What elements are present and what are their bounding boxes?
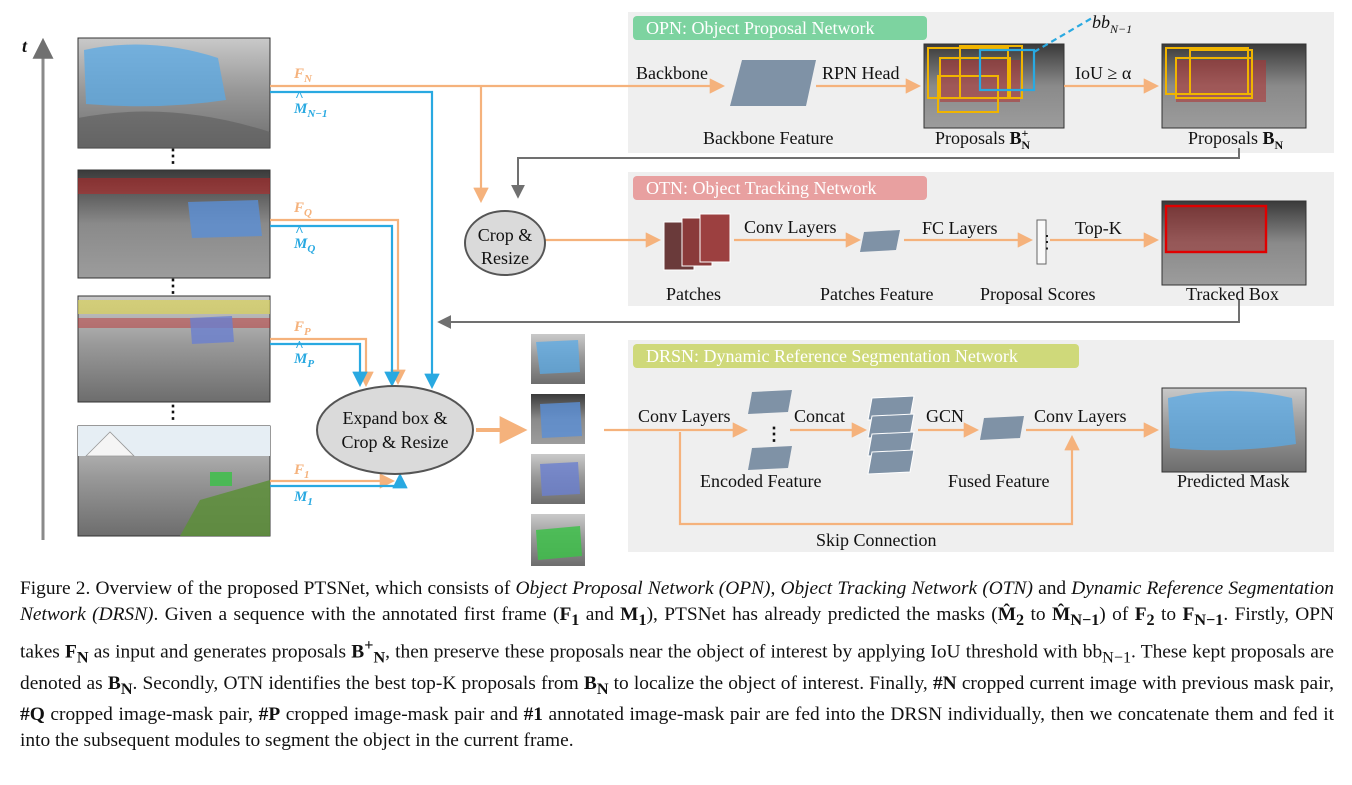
top-k-label: Top-K	[1075, 218, 1122, 238]
f-letter: F	[293, 66, 304, 82]
ptsnet-diagram: t OPN: Object Proposal Network OTN: Obje…	[22, 12, 1334, 566]
otn-tag	[633, 176, 927, 200]
frame-p-labels: FP MP ^	[293, 319, 314, 370]
drsn-conv-layers-out-label: Conv Layers	[1034, 406, 1126, 426]
proposals-b-label: Proposals BN	[1188, 128, 1284, 152]
f-letter: F	[293, 462, 304, 478]
proposal-scores-dots: ⋮	[1038, 232, 1056, 252]
fused-feature-label: Fused Feature	[948, 471, 1049, 491]
fc-layers-label: FC Layers	[922, 218, 998, 238]
figure-caption: Figure 2. Overview of the proposed PTSNe…	[20, 578, 1335, 751]
gray-flows	[437, 148, 1240, 329]
bb-label: bbN−1	[1092, 12, 1132, 36]
concat-stack	[867, 395, 915, 475]
opn-tag	[633, 16, 927, 40]
svg-text:MQ: MQ	[293, 236, 315, 255]
otn-conv-layers-label: Conv Layers	[744, 217, 836, 237]
blue-flows	[270, 90, 440, 489]
f-sub: 1	[304, 469, 310, 481]
patches-feature-label: Patches Feature	[820, 284, 933, 304]
svg-text:MP: MP	[293, 351, 314, 370]
skip-connection-line	[678, 432, 1080, 526]
f-sub: P	[304, 326, 311, 338]
time-axis-label: t	[22, 36, 28, 56]
expand-line2: Crop & Resize	[342, 432, 449, 452]
bb-pointer	[1033, 17, 1093, 53]
drsn-title: DRSN: Dynamic Reference Segmentation Net…	[646, 346, 1018, 366]
tracked-box-image	[1161, 200, 1307, 286]
encoded-feature-top	[748, 390, 792, 414]
backbone-feature-block	[730, 60, 816, 106]
gcn-label: GCN	[926, 406, 964, 426]
svg-text:M1: M1	[293, 489, 313, 508]
frame-q-labels: FQ MQ ^	[293, 200, 315, 255]
frame-dots-3: ⋮	[164, 402, 182, 422]
expand-line1: Expand box &	[343, 408, 448, 428]
m-sub: N−1	[306, 108, 327, 120]
svg-text:MN−1: MN−1	[293, 101, 327, 120]
m-letter: M	[293, 101, 308, 117]
svg-text:^: ^	[295, 224, 304, 240]
patches-label: Patches	[666, 284, 721, 304]
encoded-feature-label: Encoded Feature	[700, 471, 821, 491]
time-axis: t	[22, 36, 54, 540]
encoded-feature-bottom	[748, 446, 792, 470]
proposals-b-image	[1161, 43, 1307, 129]
backbone-feature-label: Backbone Feature	[703, 128, 833, 148]
frame-dots-1: ⋮	[164, 146, 182, 166]
f-letter: F	[293, 200, 304, 216]
m-sub: 1	[307, 496, 313, 508]
patches-image	[663, 213, 731, 271]
f-letter: F	[293, 319, 304, 335]
svg-text:F1: F1	[293, 462, 310, 481]
drsn-tag	[633, 344, 1079, 368]
predicted-mask-image	[1161, 387, 1307, 473]
frame-1-labels: F1 M1	[293, 462, 313, 508]
m-sub: Q	[307, 243, 315, 255]
fused-feature-block	[980, 416, 1024, 440]
rpn-head-label: RPN Head	[822, 63, 900, 83]
iou-label: IoU ≥ α	[1075, 63, 1132, 83]
m-letter: M	[293, 489, 308, 505]
frame-n-labels: FN MN−1 ^	[293, 66, 327, 120]
m-sub: P	[307, 358, 314, 370]
frame-n-image	[77, 37, 271, 149]
m-letter: M	[293, 351, 308, 367]
opn-backbone-label: Backbone	[636, 63, 708, 83]
svg-text:^: ^	[295, 339, 304, 355]
skip-connection-label: Skip Connection	[816, 530, 937, 550]
svg-text:^: ^	[295, 89, 304, 105]
frame-p-image	[77, 295, 271, 403]
opn-title: OPN: Object Proposal Network	[646, 18, 874, 38]
crop-resize-line1: Crop &	[478, 225, 533, 245]
frame-dots-2: ⋮	[164, 276, 182, 296]
crop-resize-line2: Resize	[481, 248, 529, 268]
proposal-scores-bar	[1036, 219, 1047, 265]
concat-label: Concat	[794, 406, 845, 426]
patches-feature-block	[860, 230, 900, 252]
encoded-feature-dots: ⋮	[765, 424, 783, 444]
svg-text:FP: FP	[293, 319, 311, 338]
frame-q-image	[77, 169, 271, 279]
svg-text:FQ: FQ	[293, 200, 312, 219]
frame-1-image	[77, 425, 271, 537]
orange-flows	[270, 78, 726, 489]
proposals-b-plus-label: Proposals B+N	[935, 126, 1030, 152]
tracked-box-label: Tracked Box	[1186, 284, 1279, 304]
predicted-mask-label: Predicted Mask	[1177, 471, 1289, 491]
cropped-pairs	[531, 334, 585, 566]
svg-text:FN: FN	[293, 66, 313, 85]
f-sub: Q	[304, 207, 312, 219]
m-letter: M	[293, 236, 308, 252]
expand-crop-node	[316, 385, 474, 475]
f-sub: N	[303, 73, 313, 85]
crop-resize-node	[464, 210, 546, 276]
proposal-scores-label: Proposal Scores	[980, 284, 1096, 304]
otn-title: OTN: Object Tracking Network	[646, 178, 876, 198]
drsn-conv-layers-in-label: Conv Layers	[638, 406, 730, 426]
proposals-b-plus-image	[923, 43, 1065, 129]
